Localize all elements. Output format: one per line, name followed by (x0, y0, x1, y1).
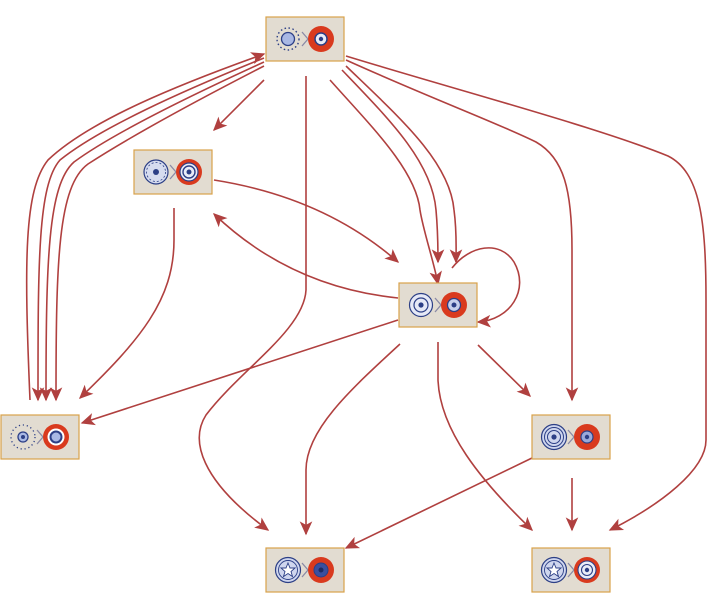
edge-top-to-center (345, 65, 463, 264)
dotted-ring-to-red-disc-icon (276, 26, 334, 52)
star-wheel-to-concentric-red-disc-icon (540, 556, 600, 584)
edge-left-mid-to-center (213, 179, 400, 263)
concentric-rings-to-red-disc-icon (540, 423, 600, 451)
edge-top-to-bottom-right (345, 55, 707, 531)
edge-center-to-right-mid (477, 344, 531, 397)
edge-center-to-left-low (80, 319, 399, 426)
node-bottom-mid[interactable] (265, 547, 345, 593)
node-right-mid[interactable] (531, 414, 611, 460)
nodes-layer (0, 16, 611, 593)
edge-top-to-left-mid (213, 79, 265, 131)
double-ring-to-red-disc-icon (408, 292, 467, 318)
edge-center-to-left-mid (212, 213, 399, 299)
starred-ring-to-ringed-red-disc-icon (143, 159, 202, 185)
node-bottom-right[interactable] (531, 547, 611, 593)
edge-center-self-loop (451, 247, 521, 328)
edge-center-to-bottom-right (437, 342, 534, 531)
edge-top-to-center (341, 69, 445, 264)
edge-top-to-left-low (49, 65, 265, 402)
edge-top-to-right-mid (345, 59, 579, 402)
edge-left-mid-to-left-low (78, 208, 175, 399)
edge-top-to-center (329, 79, 442, 286)
edge-top-to-left-low (39, 61, 265, 402)
dotted-ring-to-white-ring-red-disc-icon (10, 424, 69, 450)
node-center[interactable] (398, 282, 478, 328)
node-left-mid[interactable] (133, 149, 213, 195)
edge-top-to-left-low (31, 57, 265, 402)
edge-top-to-bottom-mid (198, 76, 307, 531)
edge-left-low-to-top (25, 52, 266, 401)
node-top[interactable] (265, 16, 345, 62)
node-left-low[interactable] (0, 414, 80, 460)
edge-right-mid-to-bottom-mid (344, 457, 533, 549)
star-wheel-to-blue-red-disc-icon (274, 556, 334, 584)
edge-center-to-bottom-mid (299, 343, 401, 536)
edges-layer (25, 52, 707, 549)
